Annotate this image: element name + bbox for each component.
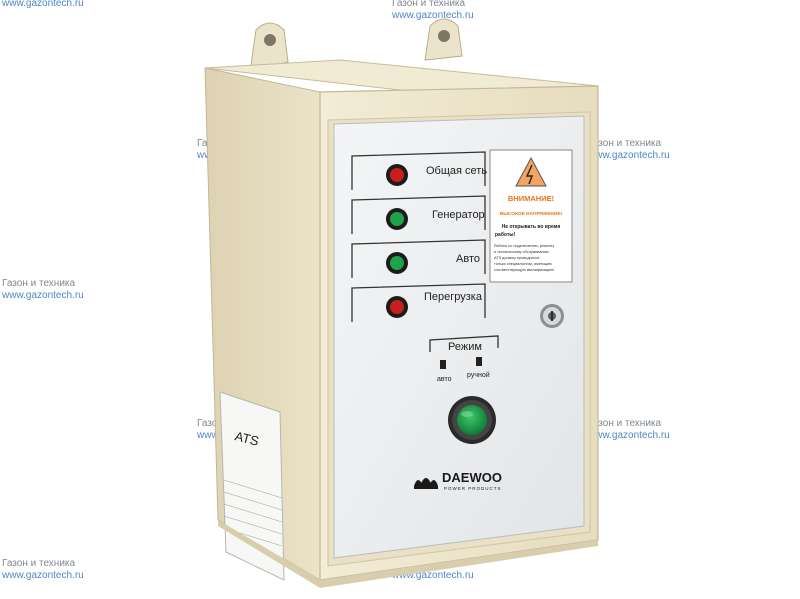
daewoo-logo: DAEWOO POWER PRODUCTS bbox=[414, 470, 502, 491]
warning-body-3: только специалистом, имеющим bbox=[494, 262, 552, 266]
watermark-url: www.gazontech.ru bbox=[392, 10, 474, 21]
side-label-title: ATS bbox=[233, 428, 261, 449]
mode-title: Режим bbox=[448, 341, 482, 353]
lamp-generator bbox=[386, 208, 408, 230]
warning-line2: работы! bbox=[495, 231, 516, 238]
warning-body-4: соответствующую квалификацию! bbox=[494, 268, 554, 272]
lamp-obshaya-set bbox=[386, 164, 408, 186]
lamp-avto bbox=[386, 252, 408, 274]
key-slot-icon bbox=[551, 311, 553, 321]
brand-tagline: POWER PRODUCTS bbox=[444, 486, 502, 491]
indicator-label-avto: Авто bbox=[456, 253, 480, 265]
mounting-bracket-right bbox=[424, 18, 463, 61]
watermark-url: www.gazontech.ru bbox=[2, 290, 84, 301]
watermark-text: Газон и техника bbox=[588, 138, 662, 149]
side-label-sticker: ATS bbox=[219, 391, 285, 581]
watermark-mid-left: Газон и техника www.gazontech.ru bbox=[2, 278, 84, 302]
indicator-label-generator: Генератор bbox=[432, 209, 485, 221]
indicator-label-obshaya-set: Общая сеть bbox=[426, 165, 487, 177]
warning-body-0: Работы по подключению, ремонту bbox=[494, 244, 555, 248]
mode-push-button[interactable] bbox=[448, 396, 496, 444]
watermark-text: Газон и техника bbox=[588, 418, 662, 429]
watermark-text: Газон и техника bbox=[2, 278, 76, 289]
watermark-right-2: Газон и техника www.gazontech.ru bbox=[588, 418, 670, 442]
warning-title: ВНИМАНИЕ! bbox=[508, 194, 554, 203]
watermark-url: www.gazontech.ru bbox=[392, 570, 474, 581]
brand-name: DAEWOO bbox=[442, 470, 502, 485]
indicator-frames bbox=[351, 151, 486, 322]
watermark-url: www.gazontech.ru bbox=[2, 0, 84, 9]
warning-line1: Не открывать во время bbox=[502, 224, 561, 230]
watermark-url: www.gazontech.ru bbox=[588, 150, 670, 161]
warning-body-2: ATS должны проводиться bbox=[494, 256, 539, 260]
mode-manual-marker bbox=[476, 357, 482, 366]
high-voltage-icon bbox=[515, 156, 547, 187]
watermark-right-1: Газон и техника www.gazontech.ru bbox=[588, 138, 670, 162]
watermark-top-left: www.gazontech.ru bbox=[2, 0, 84, 10]
indicator-label-peregruzka: Перегрузка bbox=[424, 291, 483, 303]
watermark-url: www.gazontech.ru bbox=[2, 570, 84, 581]
mode-manual-label: ручной bbox=[467, 371, 490, 379]
watermark-text: Газон и техника bbox=[2, 558, 76, 569]
lamp-peregruzka bbox=[386, 296, 408, 318]
warning-sticker: ВНИМАНИЕ! ВЫСОКОЕ НАПРЯЖЕНИЕ! Не открыва… bbox=[489, 149, 573, 283]
watermark-bottom-left: Газон и техника www.gazontech.ru bbox=[2, 558, 84, 582]
mounting-bracket-left bbox=[249, 22, 289, 73]
daewoo-shell-icon bbox=[414, 478, 438, 489]
mode-auto-marker bbox=[440, 360, 446, 369]
watermark-top-center: Газон и техника www.gazontech.ru bbox=[392, 0, 474, 22]
watermark-url: www.gazontech.ru bbox=[588, 430, 670, 441]
mode-auto-label: авто bbox=[437, 376, 452, 383]
watermark-text: Газон и техника bbox=[392, 0, 466, 9]
mode-frame bbox=[429, 335, 499, 352]
key-switch[interactable] bbox=[540, 304, 564, 328]
warning-subtitle: ВЫСОКОЕ НАПРЯЖЕНИЕ! bbox=[500, 211, 563, 217]
warning-body-1: и техническому обслуживанию bbox=[494, 250, 549, 254]
